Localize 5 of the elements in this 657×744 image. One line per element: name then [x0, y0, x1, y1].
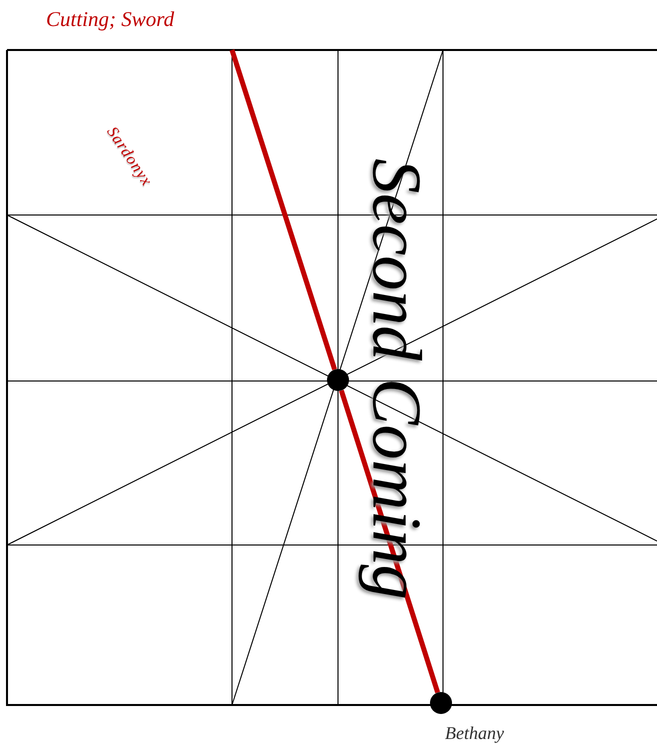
rotated-title: Second Coming	[360, 158, 431, 600]
cut-line	[230, 49, 338, 370]
cut-line	[338, 390, 440, 694]
title-text: Cutting; Sword	[46, 6, 174, 33]
point-label: Bethany	[445, 722, 504, 744]
